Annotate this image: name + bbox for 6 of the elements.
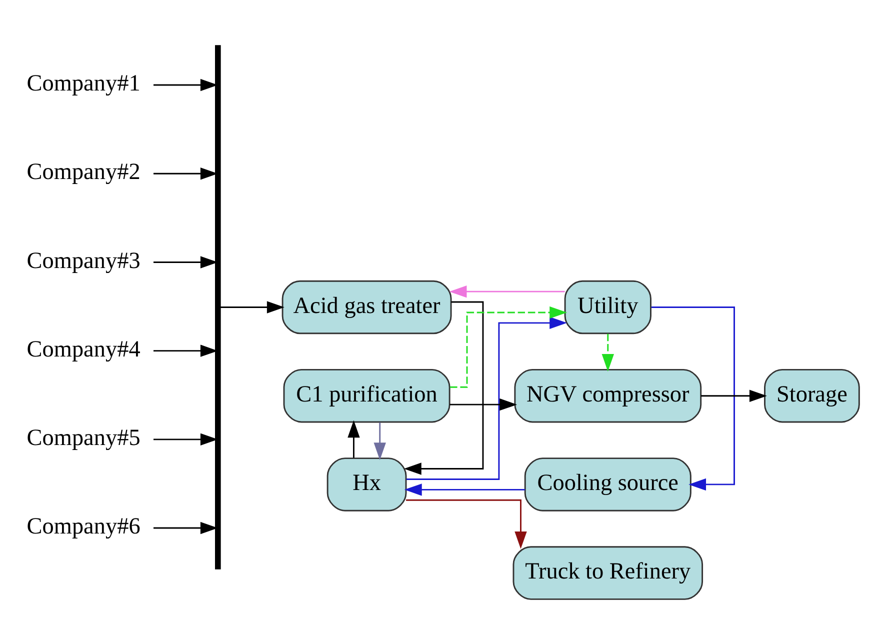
node-text: Company#6 [26,513,140,540]
node-text: Company#5 [26,424,140,450]
node-text: Company#4 [26,336,140,362]
node-text: Company#1 [26,70,140,96]
node-text: Company#3 [26,247,140,274]
node-text: Company#2 [26,158,140,185]
